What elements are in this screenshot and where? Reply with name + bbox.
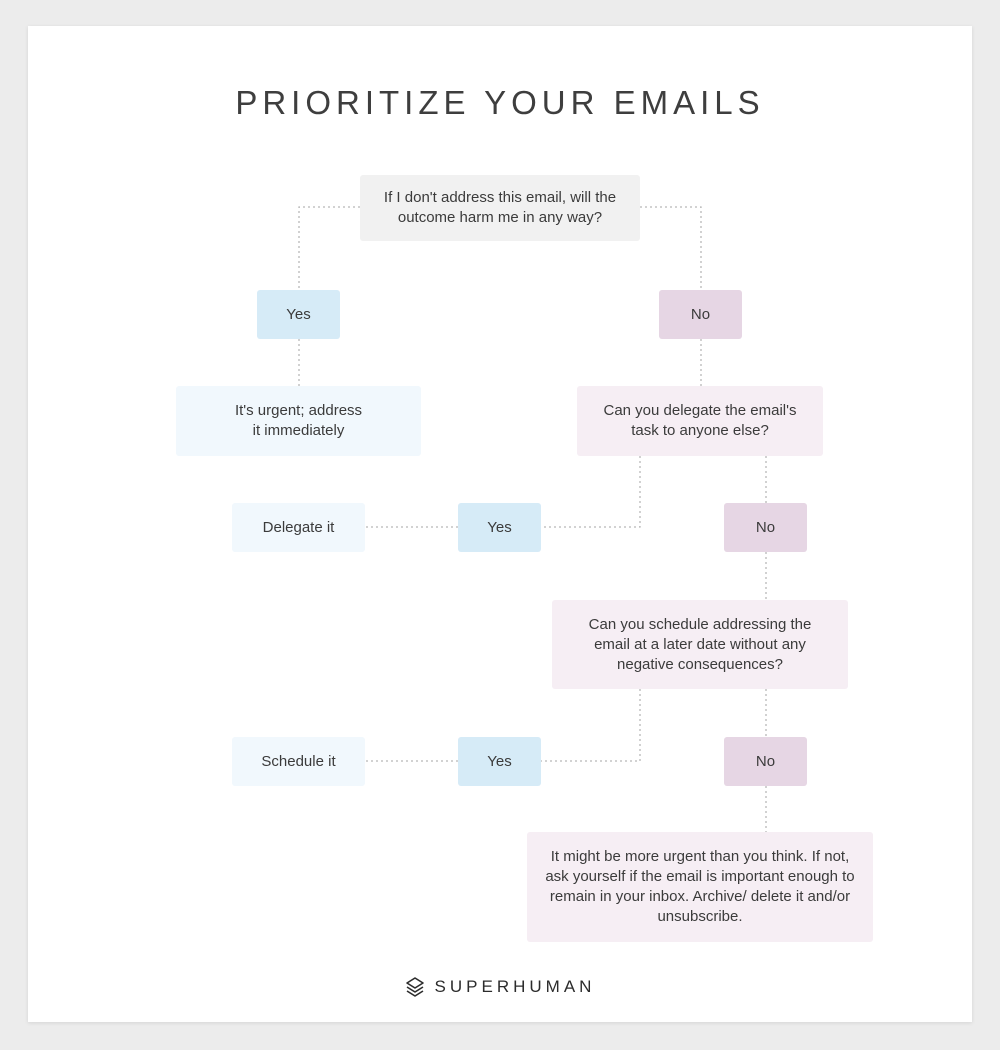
no-harm-box: No — [659, 290, 742, 339]
yes-delegate-box: Yes — [458, 503, 541, 552]
connector-q3-yes — [541, 689, 641, 762]
question-delegate-box: Can you delegate the email's task to any… — [577, 386, 823, 456]
connector-q2-yes — [541, 456, 641, 528]
result-schedule-box: Schedule it — [232, 737, 365, 786]
result-delegate-text: Delegate it — [262, 518, 335, 536]
no-label: No — [690, 305, 711, 323]
no-label: No — [755, 752, 776, 770]
question-harm-text: If I don't address this email, will the … — [383, 189, 617, 226]
yes-label: Yes — [286, 305, 311, 323]
question-harm-box: If I don't address this email, will the … — [360, 175, 640, 241]
yes-label: Yes — [487, 752, 512, 770]
yes-harm-box: Yes — [257, 290, 340, 339]
yes-label: Yes — [487, 518, 512, 536]
stacked-layers-icon — [405, 976, 425, 998]
result-urgent-box: It's urgent; address it immediately — [176, 386, 421, 456]
yes-schedule-box: Yes — [458, 737, 541, 786]
connector-q1-no — [640, 206, 702, 290]
result-urgent-text: It's urgent; address it immediately — [234, 402, 363, 439]
question-schedule-text: Can you schedule addressing the email at… — [588, 615, 812, 673]
brand-footer: SUPERHUMAN — [0, 974, 1000, 1000]
result-final-box: It might be more urgent than you think. … — [527, 832, 873, 942]
result-schedule-text: Schedule it — [261, 752, 336, 770]
no-schedule-box: No — [724, 737, 807, 786]
brand-name: SUPERHUMAN — [434, 977, 596, 996]
connector-q1-yes — [298, 206, 360, 290]
result-delegate-box: Delegate it — [232, 503, 365, 552]
question-delegate-text: Can you delegate the email's task to any… — [603, 402, 797, 439]
page-title: PRIORITIZE YOUR EMAILS — [235, 84, 765, 121]
no-label: No — [755, 518, 776, 536]
result-final-text: It might be more urgent than you think. … — [545, 848, 855, 925]
question-schedule-box: Can you schedule addressing the email at… — [552, 600, 848, 689]
no-delegate-box: No — [724, 503, 807, 552]
